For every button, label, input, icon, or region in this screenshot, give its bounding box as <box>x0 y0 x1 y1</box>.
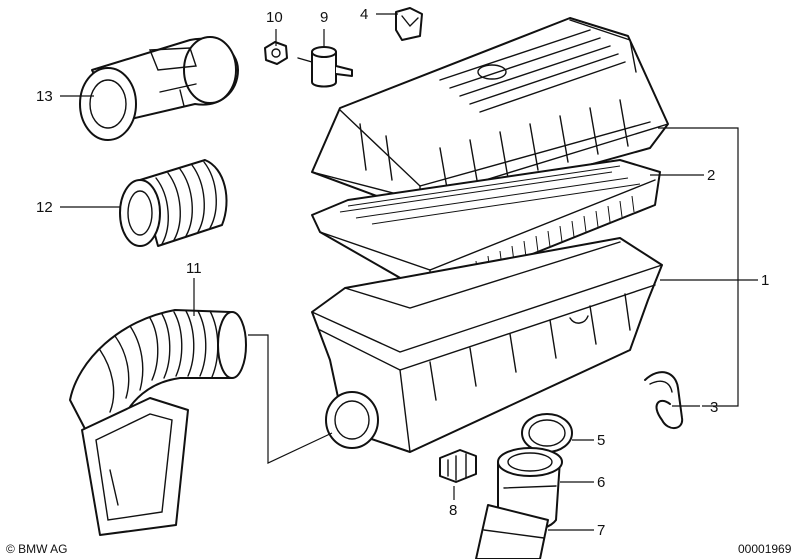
part-3-spring-clip <box>644 371 684 429</box>
label-part-10: 10 <box>266 9 283 26</box>
label-part-7: 7 <box>597 522 605 539</box>
part-1-housing-bottom <box>311 237 663 453</box>
label-part-11: 11 <box>186 260 202 277</box>
label-part-2: 2 <box>707 167 715 184</box>
label-part-5: 5 <box>597 432 605 449</box>
label-part-13: 13 <box>36 88 53 105</box>
part-8-grommet <box>439 449 477 483</box>
drawing-number: 00001969 <box>738 542 792 556</box>
leader-lines <box>60 13 758 531</box>
label-part-4: 4 <box>360 6 368 23</box>
part-5-seal-ring <box>521 413 573 453</box>
label-part-6: 6 <box>597 474 605 491</box>
copyright-notice: © BMW AG <box>6 542 68 556</box>
part-number-labels: 13 12 11 10 9 4 2 1 3 5 6 7 8 <box>36 6 769 539</box>
label-part-9: 9 <box>320 9 328 26</box>
label-part-3: 3 <box>710 399 718 416</box>
label-part-8: 8 <box>449 502 457 519</box>
part-10-nut <box>264 41 288 65</box>
part-1-housing-cover <box>311 17 669 213</box>
part-9-rubber-mount <box>297 46 353 88</box>
label-part-1: 1 <box>761 272 769 289</box>
part-11-intake-hose <box>69 309 247 536</box>
part-7-duct <box>475 504 549 559</box>
part-12-rubber-bellows <box>119 159 228 247</box>
label-part-12: 12 <box>36 199 53 216</box>
part-13-intake-funnel <box>79 36 239 141</box>
part-4-clip-nut <box>395 7 423 41</box>
